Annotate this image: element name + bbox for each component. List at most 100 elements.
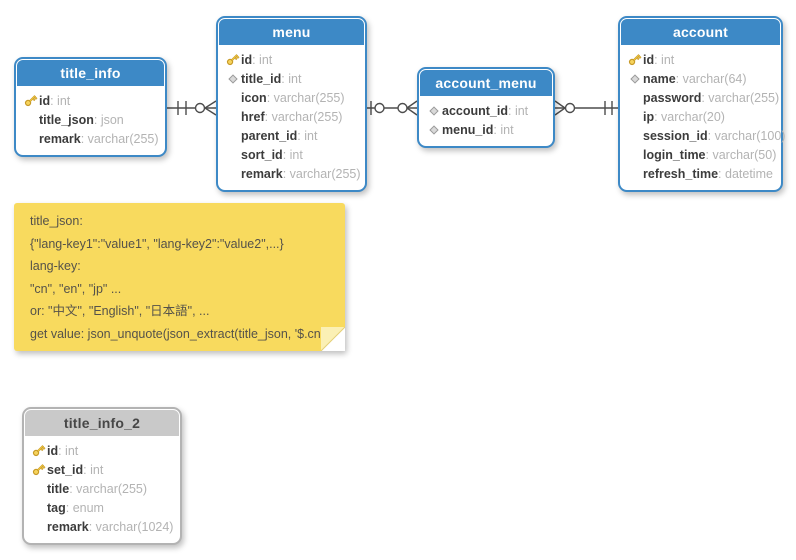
- column-row: title_id: int: [224, 69, 359, 88]
- column-name: account_id: [442, 103, 508, 118]
- column-name: title_json: [39, 112, 94, 127]
- column-type: : json: [93, 112, 124, 127]
- column-type: : int: [58, 443, 79, 458]
- note-line: lang-key:: [30, 259, 81, 273]
- table-header[interactable]: account_menu: [420, 70, 552, 96]
- column-row: id: int: [30, 441, 174, 460]
- column-type: : int: [83, 462, 104, 477]
- sticky-note[interactable]: title_json:{"lang-key1":"value1", "lang-…: [14, 203, 345, 351]
- diamond-icon: [626, 73, 643, 85]
- column-type: : int: [282, 147, 303, 162]
- column-type: : int: [654, 52, 675, 67]
- column-name: remark: [47, 519, 89, 534]
- column-type: : varchar(255): [282, 166, 361, 181]
- column-name: icon: [241, 90, 267, 105]
- table-columns: id: int title_json: json remark: varchar(2…: [16, 87, 165, 155]
- column-name: refresh_time: [643, 166, 719, 181]
- column-row: refresh_time: datetime: [626, 164, 775, 183]
- column-name: href: [241, 109, 265, 124]
- column-name: ip: [643, 109, 655, 124]
- column-type: : varchar(20): [654, 109, 725, 124]
- note-lines: title_json:{"lang-key1":"value1", "lang-…: [30, 210, 329, 345]
- column-type: : int: [281, 71, 302, 86]
- diamond-icon: [224, 73, 241, 85]
- column-name: id: [241, 52, 253, 67]
- column-row: href: varchar(255): [224, 107, 359, 126]
- note-line: title_json:: [30, 214, 83, 228]
- key-icon: [626, 52, 643, 67]
- column-name: tag: [47, 500, 66, 515]
- note-line: get value: json_unquote(json_extract(tit…: [30, 326, 328, 341]
- column-name: sort_id: [241, 147, 283, 162]
- column-type: : varchar(64): [675, 71, 747, 86]
- column-name: title_id: [241, 71, 282, 86]
- relationship-menu-account_menu[interactable]: [367, 100, 418, 116]
- column-row: parent_id: int: [224, 126, 359, 145]
- column-row: account_id: int: [425, 101, 547, 120]
- column-name: id: [47, 443, 59, 458]
- column-name: parent_id: [241, 128, 298, 143]
- column-type: : varchar(255): [701, 90, 780, 105]
- table-header[interactable]: account: [621, 19, 780, 45]
- table-header[interactable]: menu: [219, 19, 364, 45]
- column-row: id: int: [22, 91, 159, 110]
- column-name: name: [643, 71, 676, 86]
- column-name: password: [643, 90, 702, 105]
- note-line: "cn", "en", "jp" ...: [30, 281, 122, 296]
- relationship-title_info-menu[interactable]: [167, 100, 217, 116]
- relationship-account_menu-account[interactable]: [554, 100, 618, 116]
- column-name: remark: [39, 131, 81, 146]
- key-icon: [224, 52, 241, 67]
- key-icon: [22, 93, 39, 108]
- column-type: : int: [297, 128, 318, 143]
- column-row: session_id: varchar(100): [626, 126, 785, 145]
- key-icon: [30, 443, 47, 458]
- column-row: icon: varchar(255): [224, 88, 359, 107]
- column-name: id: [643, 52, 655, 67]
- key-icon: [30, 462, 47, 477]
- column-row: remark: varchar(255): [22, 129, 159, 148]
- column-row: login_time: varchar(50): [626, 145, 777, 164]
- column-row: set_id: int: [30, 460, 174, 479]
- column-type: : varchar(255): [69, 481, 148, 496]
- column-name: login_time: [643, 147, 706, 162]
- column-name: set_id: [47, 462, 84, 477]
- column-row: name: varchar(64): [626, 69, 775, 88]
- note-fold-corner-icon: [321, 327, 345, 351]
- column-type: : enum: [65, 500, 104, 515]
- column-name: session_id: [643, 128, 708, 143]
- table-header[interactable]: title_info: [17, 60, 164, 86]
- column-type: : varchar(100): [707, 128, 786, 143]
- column-row: password: varchar(255): [626, 88, 779, 107]
- diamond-icon: [425, 105, 442, 117]
- column-name: menu_id: [442, 122, 494, 137]
- column-type: : varchar(255): [80, 131, 159, 146]
- column-row: id: int: [626, 50, 775, 69]
- table-header[interactable]: title_info_2: [25, 410, 179, 436]
- column-type: : int: [50, 93, 71, 108]
- column-type: : varchar(50): [705, 147, 777, 162]
- column-row: sort_id: int: [224, 145, 359, 164]
- note-line: or: "中文", "English", "日本語", ...: [30, 304, 210, 318]
- column-row: title: varchar(255): [30, 479, 174, 498]
- column-row: tag: enum: [30, 498, 174, 517]
- column-row: menu_id: int: [425, 120, 547, 139]
- column-row: remark: varchar(1024): [30, 517, 174, 536]
- column-name: id: [39, 93, 51, 108]
- column-type: : varchar(1024): [88, 519, 174, 534]
- column-row: ip: varchar(20): [626, 107, 775, 126]
- column-name: remark: [241, 166, 283, 181]
- diamond-icon: [425, 124, 442, 136]
- column-type: : int: [252, 52, 273, 67]
